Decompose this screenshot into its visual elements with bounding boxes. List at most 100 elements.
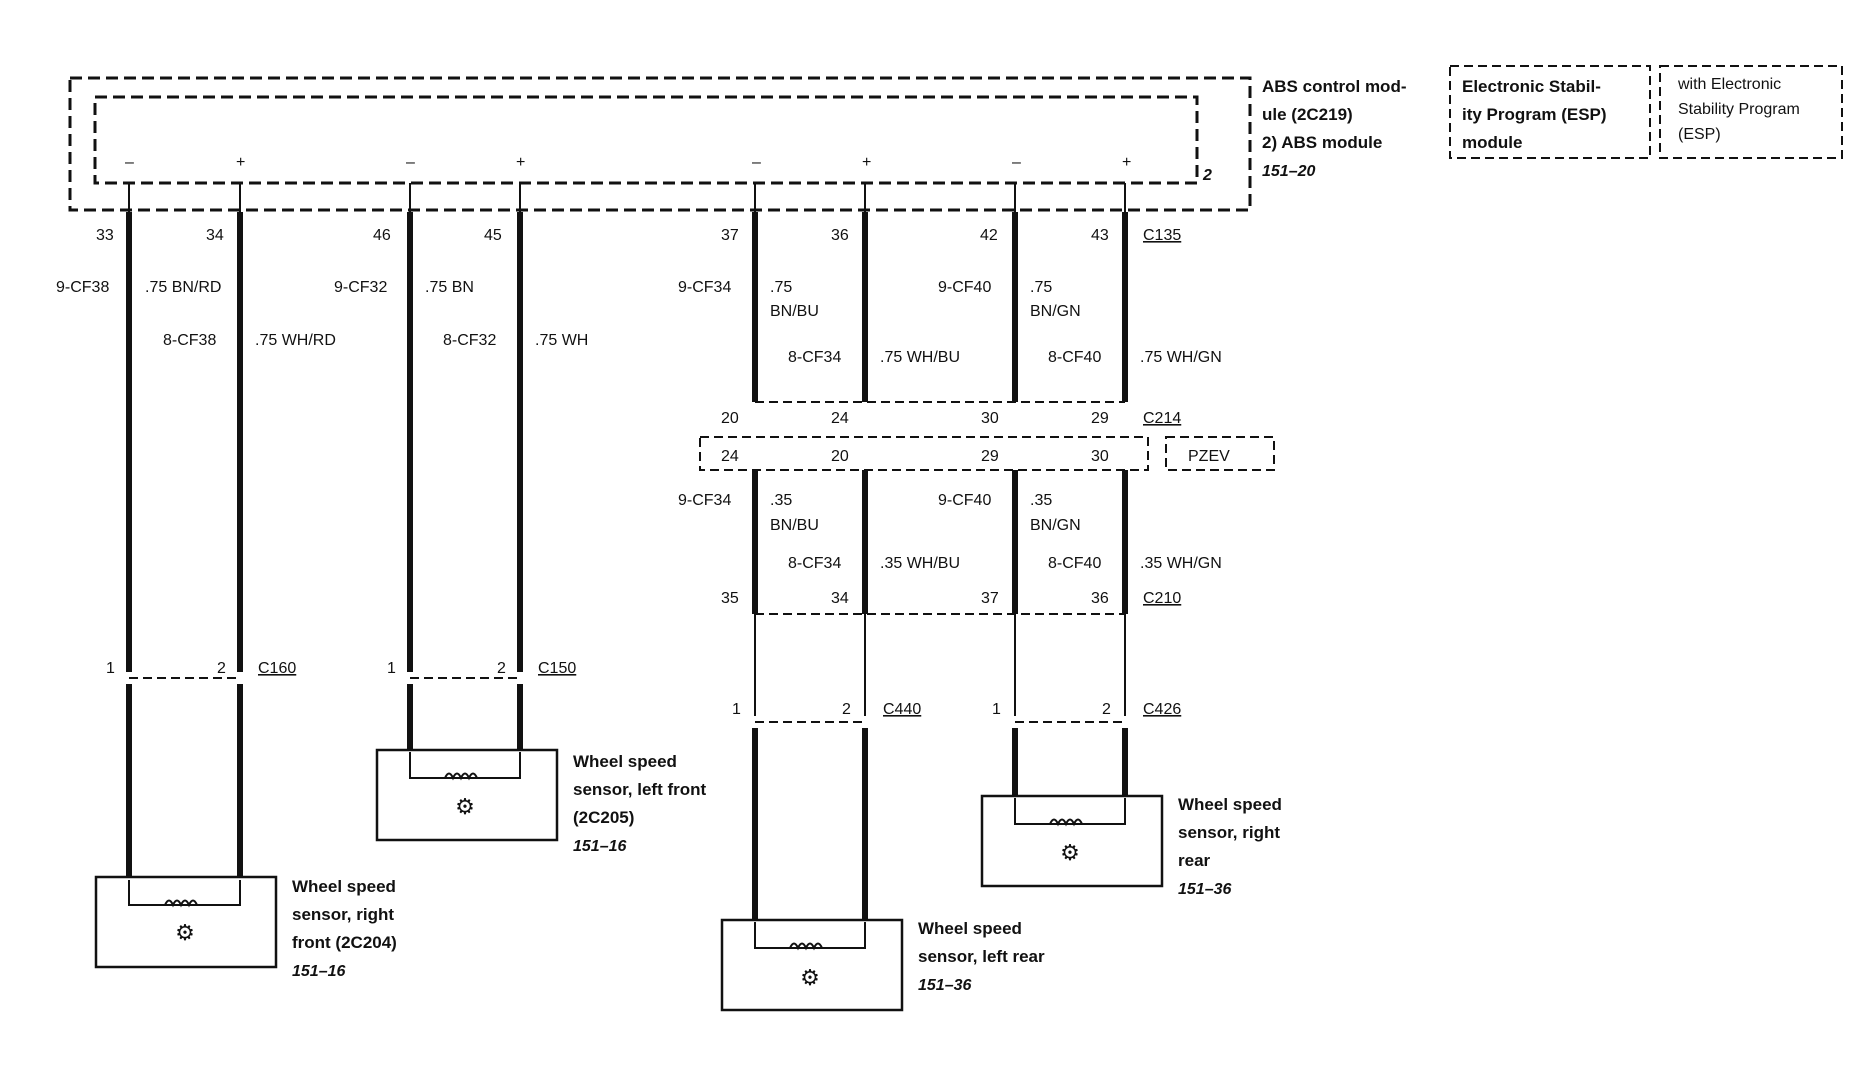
sensor-rf-line2: sensor, right	[292, 905, 394, 924]
sensor-left-front-box	[375, 748, 559, 842]
sensor-right-front-box	[94, 875, 278, 969]
pzev-connector-box	[699, 436, 1149, 471]
wheel-sensor-icon: ⚙	[1060, 840, 1080, 865]
esp-box-line2: ity Program (ESP)	[1462, 105, 1607, 124]
wire-rf-pos-circuit: 8-CF38	[163, 332, 216, 349]
connector-c135: C135	[1143, 227, 1181, 244]
pin-c210-b: 34	[831, 590, 849, 607]
sensor-left-rear-box	[720, 918, 904, 1012]
esp-note-line2: Stability Program	[1678, 101, 1800, 118]
wire-lr-neg-spec-1: .75	[770, 279, 792, 296]
wire-rr-neg-spec-1: .75	[1030, 279, 1052, 296]
wheel-sensor-icon: ⚙	[800, 965, 820, 990]
esp-box-line3: module	[1462, 133, 1522, 152]
pin-45: 45	[484, 227, 502, 244]
sensor-lf-line1: Wheel speed	[573, 752, 677, 771]
wire-lr-pos2-circuit: 8-CF34	[788, 555, 841, 572]
wire-lf-pos-spec: .75 WH	[535, 332, 588, 349]
sensor-rf-ref: 151–16	[292, 963, 345, 980]
connector-c426: C426	[1143, 701, 1181, 718]
wire-lr-neg2-spec-2: BN/BU	[770, 517, 819, 534]
coil-icon	[789, 942, 823, 951]
pin-2: 2	[497, 660, 506, 677]
pin-1: 1	[732, 701, 741, 718]
sensor-lf-ref: 151–16	[573, 838, 626, 855]
sensor-lr-line1: Wheel speed	[918, 919, 1022, 938]
pin-pzev-a: 24	[721, 448, 739, 465]
sensor-lf-line2: sensor, left front	[573, 780, 707, 799]
wire-rf-neg-circuit: 9-CF38	[56, 279, 109, 296]
connector-c160: C160	[258, 660, 296, 677]
connector-c440: C440	[883, 701, 921, 718]
esp-note-line3: (ESP)	[1678, 126, 1721, 143]
module-ref: 151–20	[1262, 163, 1315, 180]
connector-c214: C214	[1143, 410, 1181, 427]
sensor-rf-line3: front (2C204)	[292, 933, 397, 952]
pin-1: 1	[106, 660, 115, 677]
pin-c210-c: 37	[981, 590, 999, 607]
wire-rr-neg-circuit: 9-CF40	[938, 279, 991, 296]
polarity-pos: +	[516, 154, 525, 171]
wire-rr-pos-spec: .75 WH/GN	[1140, 349, 1222, 366]
module-note-number: 2	[1202, 167, 1212, 184]
pin-42: 42	[980, 227, 998, 244]
wire-lr-pos-circuit: 8-CF34	[788, 349, 841, 366]
esp-note-line1: with Electronic	[1677, 76, 1781, 93]
wire-rr-pos2-circuit: 8-CF40	[1048, 555, 1101, 572]
pin-36: 36	[831, 227, 849, 244]
wheel-sensor-icon: ⚙	[175, 920, 195, 945]
pin-pzev-d: 30	[1091, 448, 1109, 465]
wheel-sensor-icon: ⚙	[455, 794, 475, 819]
sensor-lf-line3: (2C205)	[573, 808, 634, 827]
wire-lr-pos-spec: .75 WH/BU	[880, 349, 960, 366]
pin-2: 2	[1102, 701, 1111, 718]
sensor-rr-line3: rear	[1178, 851, 1211, 870]
pin-pzev-b: 20	[831, 448, 849, 465]
esp-note-box	[1659, 65, 1843, 159]
pin-43: 43	[1091, 227, 1109, 244]
wire-lr-pos2-spec: .35 WH/BU	[880, 555, 960, 572]
pin-2: 2	[842, 701, 851, 718]
sensor-rr-ref: 151–36	[1178, 881, 1231, 898]
connector-c150: C150	[538, 660, 576, 677]
pin-c210-d: 36	[1091, 590, 1109, 607]
abs-module-outer-box	[68, 76, 1252, 212]
pin-1: 1	[992, 701, 1001, 718]
pin-46: 46	[373, 227, 391, 244]
wire-lf-pos-circuit: 8-CF32	[443, 332, 496, 349]
sensor-right-rear-box	[980, 794, 1164, 888]
pin-33: 33	[96, 227, 114, 244]
wire-lr-neg-spec-2: BN/BU	[770, 303, 819, 320]
wire-rr-neg2-spec-2: BN/GN	[1030, 517, 1081, 534]
wire-lr-neg2-spec-1: .35	[770, 492, 792, 509]
wire-lf-neg-spec: .75 BN	[425, 279, 474, 296]
polarity-pos: +	[862, 154, 871, 171]
polarity-pos: +	[1122, 154, 1131, 171]
polarity-neg: –	[752, 154, 761, 171]
wire-rr-neg2-spec-1: .35	[1030, 492, 1052, 509]
polarity-pos: +	[236, 154, 245, 171]
module-name-line3: 2) ABS module	[1262, 133, 1382, 152]
wire-lf-neg-circuit: 9-CF32	[334, 279, 387, 296]
wire-rr-neg-spec-2: BN/GN	[1030, 303, 1081, 320]
wire-lr-neg-circuit: 9-CF34	[678, 279, 731, 296]
wire-rf-pos-spec: .75 WH/RD	[255, 332, 336, 349]
esp-box-line1: Electronic Stabil-	[1462, 77, 1601, 96]
pin-c214-b: 24	[831, 410, 849, 427]
connector-c210: C210	[1143, 590, 1181, 607]
pin-pzev-c: 29	[981, 448, 999, 465]
pin-1: 1	[387, 660, 396, 677]
pin-c214-c: 30	[981, 410, 999, 427]
sensor-lr-ref: 151–36	[918, 977, 971, 994]
coil-icon	[1049, 818, 1083, 827]
sensor-lr-line2: sensor, left rear	[918, 947, 1045, 966]
sensor-rr-line1: Wheel speed	[1178, 795, 1282, 814]
wire-rr-neg2-circuit: 9-CF40	[938, 492, 991, 509]
wire-rr-pos2-spec: .35 WH/GN	[1140, 555, 1222, 572]
polarity-neg: –	[125, 154, 134, 171]
wire-lr-neg2-circuit: 9-CF34	[678, 492, 731, 509]
pin-c210-a: 35	[721, 590, 739, 607]
coil-icon	[444, 772, 478, 781]
polarity-neg: –	[406, 154, 415, 171]
